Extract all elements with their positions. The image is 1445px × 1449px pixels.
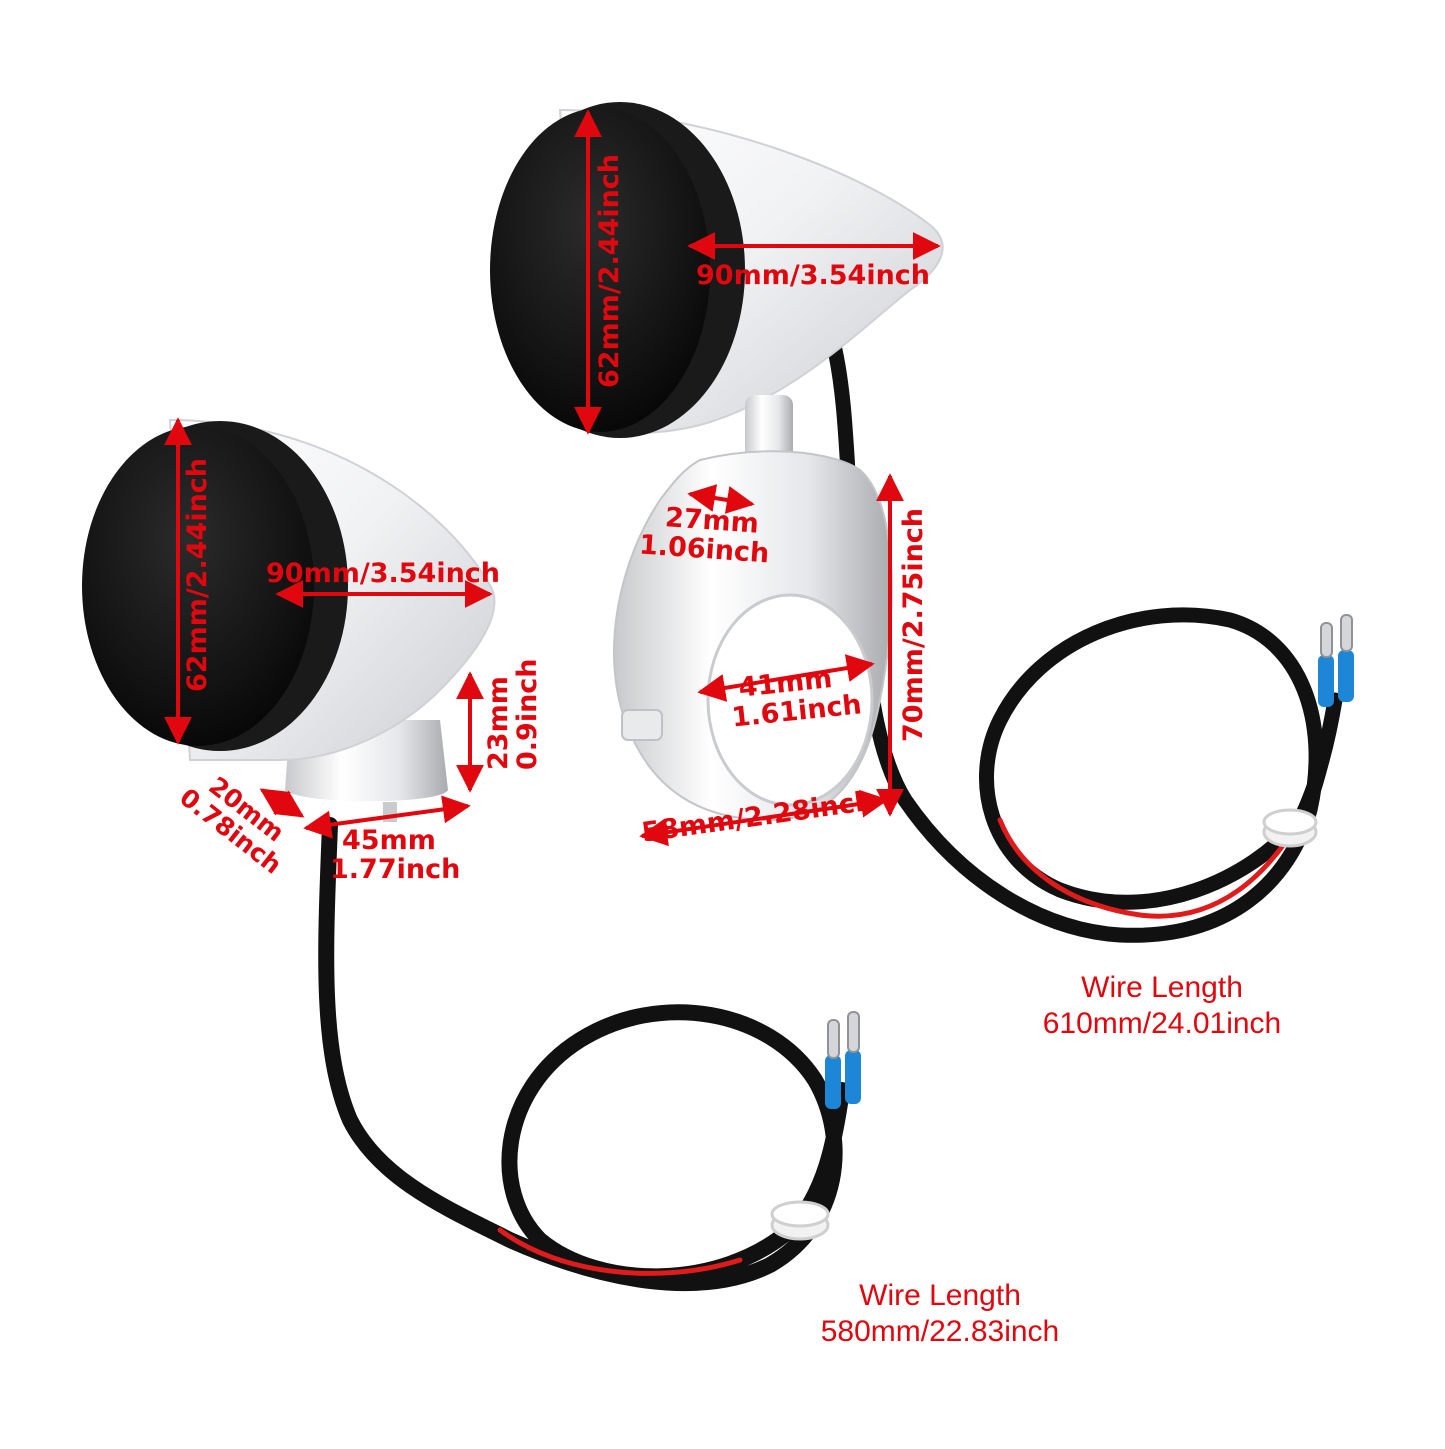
stem-width-arrow bbox=[303, 795, 471, 839]
wire-length-left-value: 580mm/22.83inch bbox=[820, 1315, 1060, 1348]
left-speaker-height-label: 62mm/2.44inch bbox=[182, 457, 213, 692]
top-speaker-length-label: 90mm/3.54inch bbox=[696, 260, 931, 291]
top-speaker-height-label: 62mm/2.44inch bbox=[594, 153, 625, 388]
stem-height-mm: 23mm bbox=[483, 676, 514, 770]
stem-height-inch: 0.9inch bbox=[512, 658, 544, 770]
stem-depth-arrow bbox=[259, 788, 305, 818]
left-speaker-length-label: 90mm/3.54inch bbox=[266, 558, 501, 589]
left-speaker bbox=[82, 418, 496, 822]
stem-width-inch: 1.77inch bbox=[330, 854, 461, 886]
dimension-arrows bbox=[164, 109, 941, 847]
wire-left bbox=[318, 817, 861, 1292]
wire-tie-left bbox=[770, 1200, 830, 1241]
clamp-neck-arrow bbox=[687, 484, 755, 514]
wire-length-left-label: Wire Length 580mm/22.83inch bbox=[800, 1278, 1080, 1350]
clamp-inner-arrow bbox=[697, 654, 875, 702]
stem-width-mm: 45mm bbox=[342, 825, 436, 856]
clamp-neck-label: 27mm 1.06inch bbox=[638, 502, 772, 569]
clamp-height-label: 70mm/2.75inch bbox=[898, 507, 929, 742]
connector-terminals-left bbox=[825, 1011, 861, 1109]
wire-length-right-title: Wire Length bbox=[1081, 971, 1243, 1004]
connector-terminals-right bbox=[1318, 614, 1354, 707]
wire-length-right-value: 610mm/24.01inch bbox=[1042, 1007, 1282, 1040]
left-speaker-lens bbox=[82, 426, 314, 746]
clamp-width-arrow bbox=[639, 789, 889, 847]
wire-length-right-label: Wire Length 610mm/24.01inch bbox=[1022, 970, 1302, 1042]
stem-height-label: 23mm 0.9inch bbox=[483, 658, 544, 770]
wire-tie-right bbox=[1262, 808, 1318, 848]
wire-length-left-title: Wire Length bbox=[859, 1279, 1021, 1312]
stem-width-label: 45mm 1.77inch bbox=[330, 826, 460, 884]
